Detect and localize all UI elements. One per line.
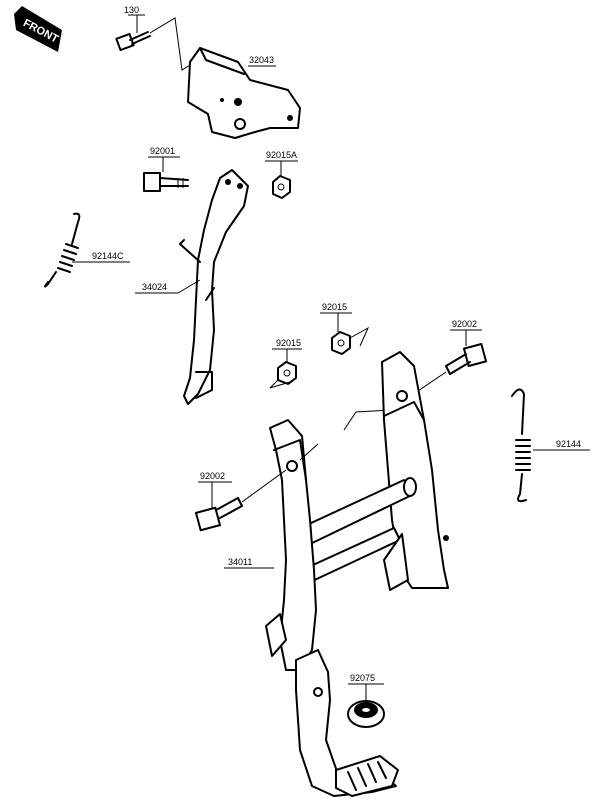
part-label-92002-left: 92002	[200, 471, 225, 481]
part-label-32043: 32043	[249, 55, 274, 65]
bolt-92002-left	[195, 497, 243, 532]
part-label-34024: 34024	[142, 282, 167, 292]
part-label-34011: 34011	[228, 557, 252, 567]
part-label-92015-mid: 92015	[276, 338, 301, 348]
side-stand-34024	[179, 169, 249, 405]
part-label-92015-top: 92015	[322, 302, 347, 312]
bolt-130	[115, 31, 151, 52]
bolt-92001	[143, 172, 189, 192]
front-arrow-badge: FRONT	[14, 6, 62, 52]
spring-92144	[511, 388, 531, 503]
bolt-92002-right	[445, 342, 488, 375]
center-stand-34011	[265, 351, 449, 797]
part-label-92144C: 92144C	[92, 251, 124, 261]
part-label-130: 130	[124, 5, 139, 15]
rubber-92075	[347, 700, 385, 728]
nut-92015-mid	[277, 361, 297, 385]
part-label-92075: 92075	[350, 673, 375, 683]
nut-92015A	[272, 175, 291, 199]
part-label-92002-right: 92002	[452, 319, 477, 329]
part-label-92144: 92144	[556, 439, 581, 449]
nut-92015-top	[331, 331, 351, 355]
bracket-32043	[187, 47, 301, 139]
spring-92144C	[44, 212, 81, 288]
part-label-92015A: 92015A	[266, 150, 297, 160]
part-label-92001: 92001	[150, 146, 175, 156]
